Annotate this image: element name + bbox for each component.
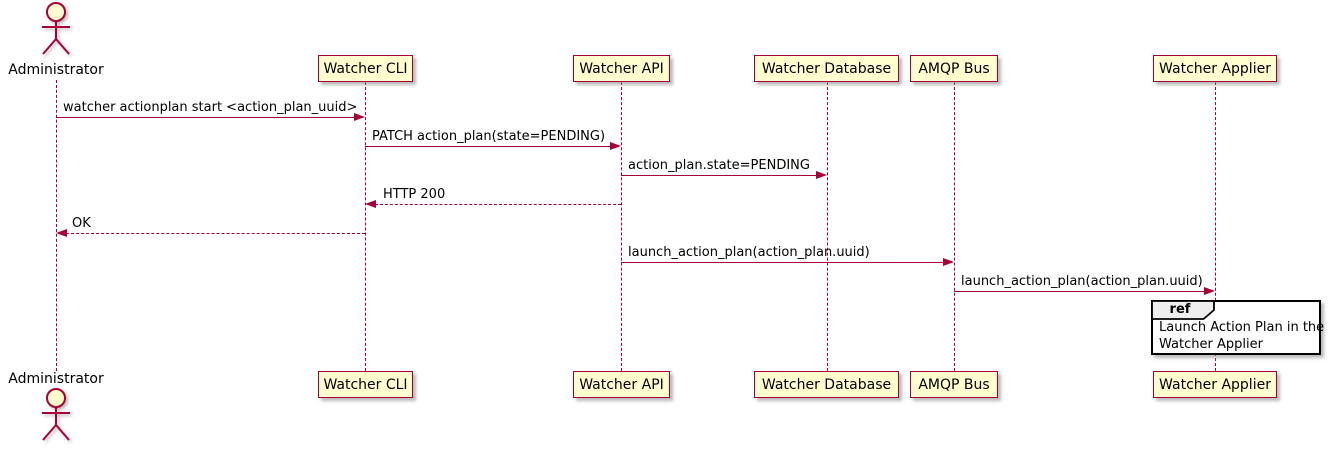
actor-figure-icon [42,388,70,441]
actor-figure-icon [42,2,70,55]
ref-pentagon-icon [1151,300,1215,320]
message-6-arrowhead-icon [943,258,954,266]
participant-amqp-bus-top: AMQP Bus [910,55,998,82]
participant-watcher-api-bottom: Watcher API [573,371,670,398]
message-7-label: launch_action_plan(action_plan.uuid) [961,274,1203,289]
lifeline-amqp-bus [954,82,955,371]
message-4-line [375,204,621,205]
message-1-label: watcher actionplan start <action_plan_uu… [63,100,358,115]
participant-amqp-bus-bottom: AMQP Bus [910,371,998,398]
message-4-label: HTTP 200 [383,187,446,202]
lifeline-watcher-api [621,82,622,371]
lifeline-administrator [56,80,57,371]
message-7-arrowhead-icon [1204,287,1215,295]
participant-watcher-cli-bottom: Watcher CLI [318,371,413,398]
message-1-arrowhead-icon [354,113,365,121]
ref-text-line1: Launch Action Plan in the [1159,320,1325,335]
lifeline-watcher-cli [365,82,366,371]
lifeline-watcher-database [827,82,828,371]
message-2-line [365,146,612,147]
message-6-label: launch_action_plan(action_plan.uuid) [628,245,870,260]
participant-watcher-database-bottom: Watcher Database [754,371,899,398]
participant-watcher-applier-bottom: Watcher Applier [1153,371,1277,398]
message-5-line [66,233,365,234]
actor-label-bottom: Administrator [8,371,104,387]
message-5-arrowhead-icon [56,229,67,237]
message-3-line [621,175,818,176]
lifeline-watcher-applier [1215,82,1216,371]
message-5-label: OK [72,216,91,231]
participant-watcher-cli-top: Watcher CLI [318,55,413,82]
ref-text-line2: Watcher Applier [1159,337,1263,352]
message-3-label: action_plan.state=PENDING [628,158,810,173]
message-1-line [56,117,356,118]
message-2-arrowhead-icon [610,142,621,150]
message-6-line [621,262,945,263]
ref-fragment: ref Launch Action Plan in the Watcher Ap… [1151,300,1325,355]
message-4-arrowhead-icon [365,200,376,208]
participant-watcher-api-top: Watcher API [573,55,670,82]
message-3-arrowhead-icon [816,171,827,179]
participant-watcher-database-top: Watcher Database [754,55,899,82]
ref-keyword: ref [1169,302,1191,317]
participant-watcher-applier-top: Watcher Applier [1153,55,1277,82]
message-7-line [954,291,1206,292]
actor-label-top: Administrator [8,62,104,78]
message-2-label: PATCH action_plan(state=PENDING) [372,129,606,144]
